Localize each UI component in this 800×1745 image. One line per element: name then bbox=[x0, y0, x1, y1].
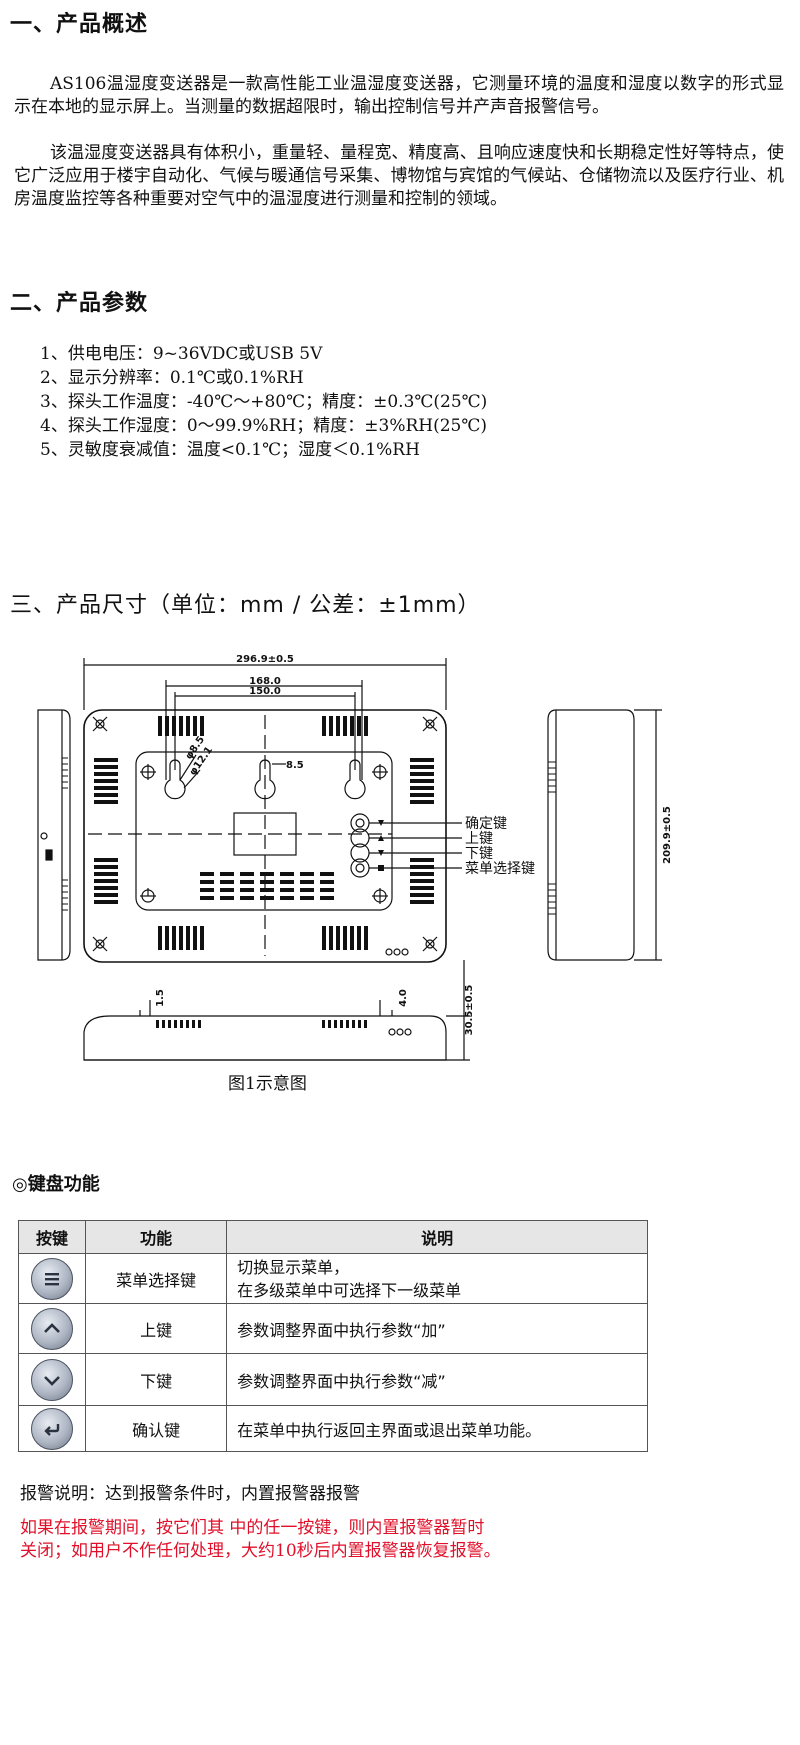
description-cell: 参数调整界面中执行参数“减” bbox=[226, 1353, 648, 1406]
down-key-icon bbox=[31, 1358, 74, 1401]
overview-title: 一、产品概述 bbox=[10, 12, 149, 37]
dim-4-0-label: 4.0 bbox=[398, 989, 409, 1007]
keyboard-table: 按键 功能 说明 菜单选择键 切换显示菜单， 在多级菜单中可选择下一级菜单 上键… bbox=[17, 1220, 648, 1452]
alarm-warning-line-1: 如果在报警期间，按它们其 中的任一按键，则内置报警器暂时 bbox=[20, 1518, 485, 1538]
dim-height-label: 209.9±0.5 bbox=[662, 806, 673, 864]
figure-caption: 图1示意图 bbox=[228, 1074, 307, 1094]
function-cell: 确认键 bbox=[85, 1405, 228, 1452]
label-up-key: 上键 bbox=[465, 831, 493, 847]
label-down-key: 下键 bbox=[465, 846, 493, 862]
header-key: 按键 bbox=[17, 1220, 87, 1254]
function-cell: 下键 bbox=[85, 1353, 228, 1406]
table-row: 菜单选择键 切换显示菜单， 在多级菜单中可选择下一级菜单 bbox=[17, 1253, 648, 1304]
alarm-warning-line-2: 关闭；如用户不作任何处理，大约10秒后内置报警器恢复报警。 bbox=[20, 1541, 501, 1561]
alarm-note: 报警说明：达到报警条件时，内置报警器报警 bbox=[20, 1484, 360, 1504]
param-item: 5、灵敏度衰减值：温度<0.1℃；湿度＜0.1%RH bbox=[40, 440, 420, 460]
params-title: 二、产品参数 bbox=[10, 291, 149, 316]
confirm-key-icon bbox=[31, 1407, 74, 1450]
dim-1-5-label: 1.5 bbox=[155, 989, 166, 1007]
dims-title: 三、产品尺寸（单位：mm / 公差：±1mm） bbox=[10, 593, 481, 618]
table-header-row: 按键 功能 说明 bbox=[17, 1220, 648, 1254]
label-confirm-key: 确定键 bbox=[465, 816, 507, 832]
dimension-drawing: 296.9±0.5 168.0 150.0 8.5 φ8.5 φ12.1 209… bbox=[37, 654, 673, 1061]
overview-paragraph-2: 该温湿度变送器具有体积小，重量轻、量程宽、精度高、且响应速度快和长期稳定性好等特… bbox=[14, 143, 784, 209]
param-item: 1、供电电压：9~36VDC或USB 5V bbox=[40, 344, 323, 364]
description-cell: 在菜单中执行返回主界面或退出菜单功能。 bbox=[226, 1405, 648, 1452]
dim-168-label: 168.0 bbox=[249, 676, 281, 687]
menu-key-icon bbox=[31, 1257, 74, 1300]
param-item: 2、显示分辨率：0.1℃或0.1%RH bbox=[40, 368, 304, 388]
param-item: 4、探头工作湿度：0～99.9%RH；精度：±3%RH(25℃) bbox=[40, 416, 488, 436]
description-line: 切换显示菜单， bbox=[237, 1257, 350, 1277]
table-row: 下键 参数调整界面中执行参数“减” bbox=[17, 1353, 648, 1406]
overview-paragraph-1: AS106温湿度变送器是一款高性能工业温湿度变送器，它测量环境的温度和湿度以数字… bbox=[14, 74, 784, 117]
dim-8-5-label: 8.5 bbox=[286, 760, 304, 771]
dim-150-label: 150.0 bbox=[249, 686, 281, 697]
header-function: 功能 bbox=[85, 1220, 228, 1254]
function-cell: 菜单选择键 bbox=[85, 1253, 228, 1304]
description-line: 在多级菜单中可选择下一级菜单 bbox=[237, 1280, 462, 1300]
label-menu-key: 菜单选择键 bbox=[465, 861, 535, 877]
key-cell bbox=[17, 1303, 87, 1354]
dim-width-label: 296.9±0.5 bbox=[236, 654, 294, 665]
key-cell bbox=[17, 1253, 87, 1304]
description-cell: 切换显示菜单， 在多级菜单中可选择下一级菜单 bbox=[226, 1253, 648, 1304]
description-cell: 参数调整界面中执行参数“加” bbox=[226, 1303, 648, 1354]
table-row: 确认键 在菜单中执行返回主界面或退出菜单功能。 bbox=[17, 1405, 648, 1452]
dim-depth-label: 30.5±0.5 bbox=[464, 985, 475, 1036]
param-item: 3、探头工作温度：-40℃～+80℃；精度：±0.3℃(25℃) bbox=[40, 392, 488, 412]
up-key-icon bbox=[31, 1307, 74, 1350]
key-cell bbox=[17, 1405, 87, 1452]
key-cell bbox=[17, 1353, 87, 1406]
function-cell: 上键 bbox=[85, 1303, 228, 1354]
header-description: 说明 bbox=[226, 1220, 648, 1254]
table-row: 上键 参数调整界面中执行参数“加” bbox=[17, 1303, 648, 1354]
keyboard-title: ◎键盘功能 bbox=[12, 1174, 100, 1195]
